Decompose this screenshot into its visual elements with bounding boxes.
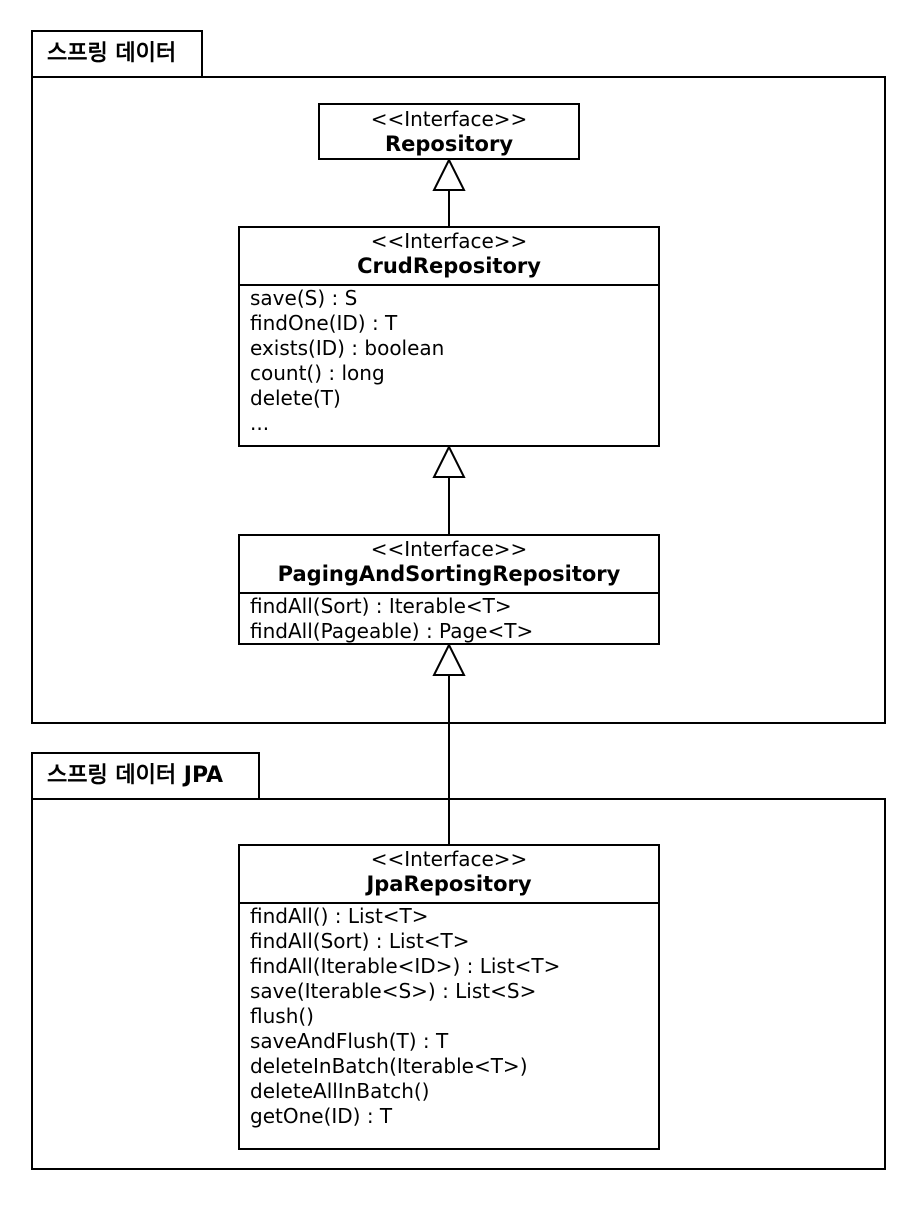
spring-data-jpa-package-tab: 스프링 데이터 JPA: [31, 752, 260, 800]
jpa-op: flush(): [250, 1004, 314, 1028]
crud-to-repository-arrowhead: [432, 157, 466, 191]
crud-op: exists(ID) : boolean: [250, 336, 445, 360]
jpa-repository-name: JpaRepository: [366, 872, 532, 896]
jpa-repository-class: <<Interface>> JpaRepository findAll() : …: [238, 844, 660, 1150]
jpa-op: deleteInBatch(Iterable<T>): [250, 1054, 528, 1078]
paging-repository-header: <<Interface>> PagingAndSortingRepository: [240, 536, 658, 592]
paging-op: findAll(Pageable) : Page<T>: [250, 619, 534, 643]
jpa-repository-stereotype: <<Interface>>: [370, 847, 528, 871]
repository-header: <<Interface>> Repository: [320, 105, 578, 157]
jpa-repository-header: <<Interface>> JpaRepository: [240, 846, 658, 902]
jpa-op: findAll(Iterable<ID>) : List<T>: [250, 954, 561, 978]
crud-op: count() : long: [250, 361, 385, 385]
crud-repository-name: CrudRepository: [357, 254, 541, 278]
jpa-op: findAll(Sort) : List<T>: [250, 929, 470, 953]
spring-data-package-title: 스프링 데이터: [47, 41, 177, 66]
repository-class: <<Interface>> Repository: [318, 103, 580, 160]
crud-op: ...: [250, 411, 270, 435]
paging-repository-stereotype: <<Interface>>: [370, 537, 528, 561]
jpa-op: save(Iterable<S>) : List<S>: [250, 979, 537, 1003]
paging-to-crud-arrowhead: [432, 444, 466, 478]
jpa-op: deleteAllInBatch(): [250, 1079, 430, 1103]
jpa-op: saveAndFlush(T) : T: [250, 1029, 449, 1053]
crud-op: delete(T): [250, 386, 341, 410]
crud-op: findOne(ID) : T: [250, 311, 398, 335]
spring-data-package-tab: 스프링 데이터: [31, 30, 203, 78]
crud-repository-header: <<Interface>> CrudRepository: [240, 228, 658, 284]
paging-op: findAll(Sort) : Iterable<T>: [250, 594, 512, 618]
crud-repository-stereotype: <<Interface>>: [370, 229, 528, 253]
paging-repository-name: PagingAndSortingRepository: [277, 562, 621, 586]
spring-data-jpa-package-title: 스프링 데이터 JPA: [47, 763, 224, 788]
jpa-to-paging-arrowhead: [432, 642, 466, 676]
paging-repository-operations: findAll(Sort) : Iterable<T> findAll(Page…: [240, 592, 658, 644]
jpa-repository-operations: findAll() : List<T> findAll(Sort) : List…: [240, 902, 658, 1129]
jpa-op: getOne(ID) : T: [250, 1104, 393, 1128]
paging-repository-class: <<Interface>> PagingAndSortingRepository…: [238, 534, 660, 645]
repository-name: Repository: [384, 132, 514, 156]
crud-op: save(S) : S: [250, 286, 358, 310]
crud-repository-class: <<Interface>> CrudRepository save(S) : S…: [238, 226, 660, 447]
jpa-op: findAll() : List<T>: [250, 904, 429, 928]
repository-stereotype: <<Interface>>: [370, 107, 528, 131]
crud-repository-operations: save(S) : S findOne(ID) : T exists(ID) :…: [240, 284, 658, 436]
